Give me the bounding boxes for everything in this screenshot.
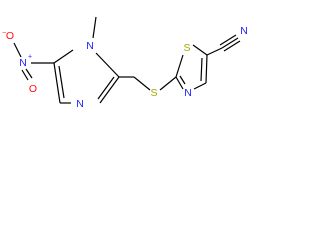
bond-nnitro-o2 (21, 69, 29, 81)
bond-o1-nnitro (13, 42, 22, 58)
molecule-structure: O − N + O N N S S N N (2, 16, 248, 110)
atom-n-ring: N (76, 98, 84, 110)
bond-nthz-c2thz (175, 76, 184, 90)
bond-sring-c5thz (192, 44, 208, 56)
atom-n-nitrile: N (240, 25, 248, 37)
atom-n-methyl: N (86, 40, 94, 52)
bond-nnitro-o2-double (25, 68, 33, 79)
bond-nitrile-triple-2 (219, 34, 237, 46)
bond-c2-n3-double (97, 76, 115, 100)
bond-n1-methyl (92, 16, 97, 39)
bond-nitrile-triple-1 (221, 37, 239, 49)
bond-c4-c5-double (58, 65, 65, 99)
atom-labels: O − N + O N N S S N N (2, 25, 248, 110)
bond-c5thz-cnitrile (206, 47, 223, 56)
bond-c5-n1 (53, 49, 74, 64)
bond-c4thz-nthz (193, 82, 207, 90)
atom-s-link: S (150, 87, 157, 99)
bond-c5thz-c4thz-double (200, 57, 203, 82)
bond-c4-c5 (53, 62, 61, 104)
bond-nthz-c2thz-double (179, 75, 186, 85)
atom-o1: O (6, 30, 14, 42)
bond-nitrile-triple-3 (223, 40, 241, 52)
bond-ch2-s (133, 76, 151, 91)
bond-c5thz-c4thz (205, 54, 208, 84)
bonds (13, 16, 241, 104)
atom-n-nitro-charge: + (28, 54, 32, 61)
atom-o1-charge: − (2, 30, 6, 37)
atom-o2: O (29, 83, 37, 95)
bond-c2-n3 (99, 76, 120, 104)
atom-n-nitro: N (19, 57, 27, 69)
bond-n1-c2 (95, 52, 120, 78)
bond-c2thz-sring (175, 54, 184, 78)
atom-s-ring: S (183, 42, 190, 54)
atom-n-thiazole: N (184, 87, 192, 99)
bond-s-c2thz (159, 76, 177, 91)
